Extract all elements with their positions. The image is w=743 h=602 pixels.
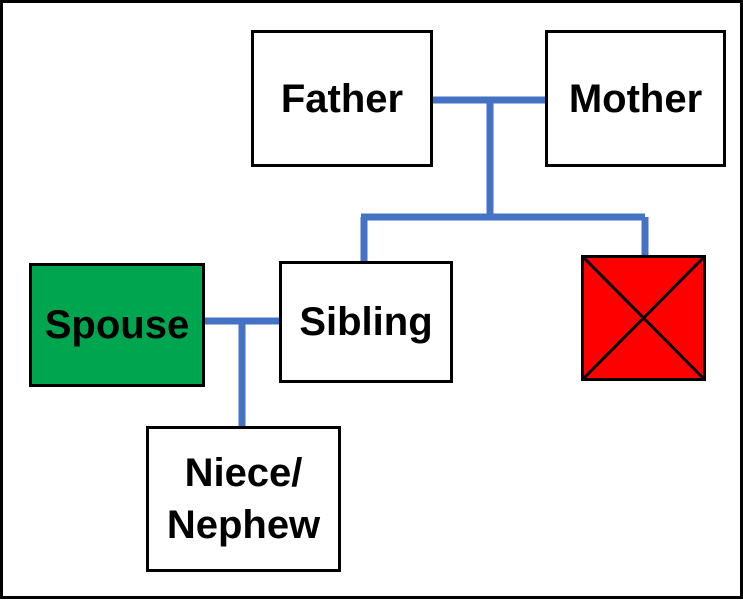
mother-label: Mother bbox=[568, 76, 703, 121]
sibling-box: Sibling bbox=[279, 261, 453, 383]
niece-label: Niece/ bbox=[184, 451, 303, 495]
niece-nephew-box: Niece/ Nephew bbox=[146, 426, 341, 572]
mother-box: Mother bbox=[545, 30, 726, 167]
father-box: Father bbox=[251, 30, 433, 167]
sibling-label: Sibling bbox=[299, 300, 433, 344]
spouse-box: Spouse bbox=[29, 263, 205, 387]
spouse-label: Spouse bbox=[44, 303, 190, 347]
nephew-label: Nephew bbox=[166, 503, 321, 547]
crossed-box-icon bbox=[581, 255, 706, 381]
father-label: Father bbox=[280, 76, 404, 121]
